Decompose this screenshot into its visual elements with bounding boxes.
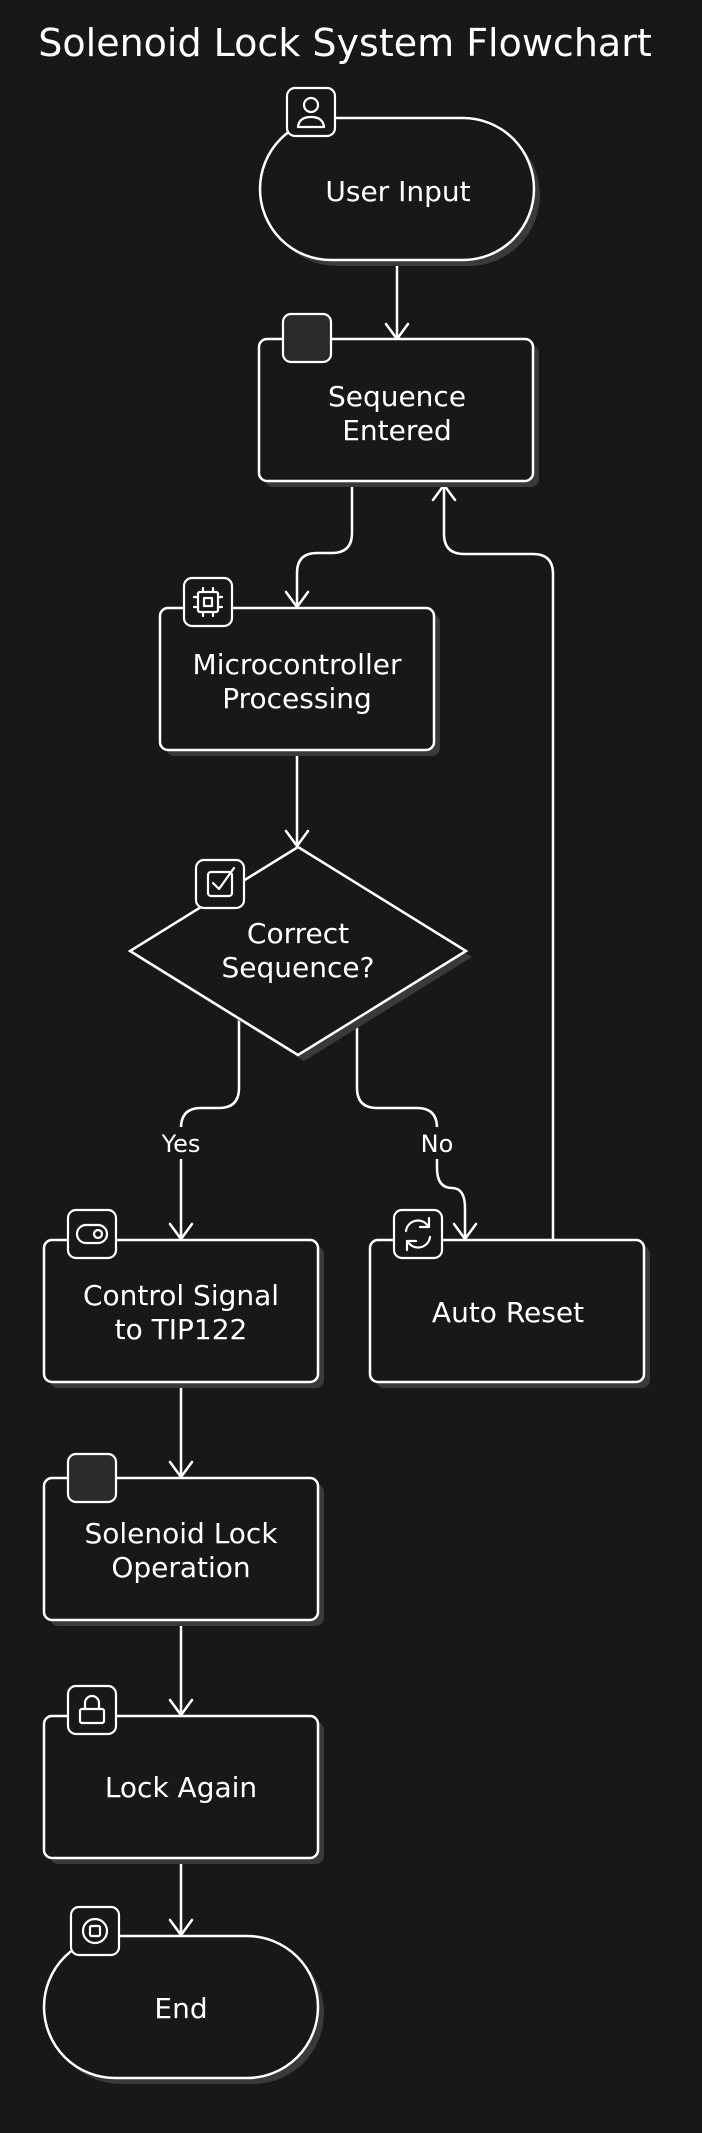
- edge-labels: Yes No: [154, 1127, 460, 1159]
- node-label-line-2: Sequence?: [222, 951, 375, 984]
- edge-correct-sequence-to-control-signal: [179, 1016, 241, 1240]
- toggle-icon: [66, 1208, 118, 1260]
- diagram-title: Solenoid Lock System Flowchart: [38, 21, 651, 65]
- node-control-signal[interactable]: Control Signal to TIP122: [42, 1208, 324, 1388]
- refresh-icon: [392, 1208, 444, 1260]
- node-label-line-2: Operation: [111, 1551, 250, 1584]
- node-label: End: [154, 1992, 207, 2025]
- checkbox-icon: [194, 858, 246, 910]
- edge-sequence-entered-to-microcontroller: [295, 483, 354, 608]
- edge-label-bg: [414, 1127, 460, 1159]
- stop-icon: [69, 1905, 121, 1957]
- lock-icon: [66, 1684, 118, 1736]
- node-sequence-entered[interactable]: Sequence Entered: [257, 312, 539, 487]
- edge-label-bg: [154, 1127, 208, 1159]
- node-label-line-1: Correct: [247, 917, 349, 950]
- node-microcontroller-processing[interactable]: Microcontroller Processing: [158, 576, 440, 756]
- node-label: Lock Again: [105, 1771, 257, 1804]
- node-label-line-1: Control Signal: [83, 1279, 279, 1312]
- node-solenoid-lock-operation[interactable]: Solenoid Lock Operation: [42, 1452, 324, 1626]
- edge-auto-reset-to-sequence-entered: [442, 484, 555, 1241]
- node-end[interactable]: End: [42, 1905, 324, 2084]
- node-label-line-2: Processing: [222, 682, 372, 715]
- blank-square-icon: [281, 312, 333, 364]
- node-label-line-2: to TIP122: [115, 1313, 248, 1346]
- node-label-line-1: Solenoid Lock: [84, 1517, 278, 1550]
- chip-icon: [182, 576, 234, 628]
- node-label-line-1: Microcontroller: [193, 648, 402, 681]
- blank-square-icon: [66, 1452, 118, 1504]
- user-icon: [285, 86, 337, 138]
- edge-label-yes: Yes: [161, 1130, 201, 1158]
- edge-label-no: No: [421, 1130, 454, 1158]
- node-label: Auto Reset: [432, 1296, 584, 1329]
- node-lock-again[interactable]: Lock Again: [42, 1684, 324, 1864]
- node-correct-sequence[interactable]: Correct Sequence?: [127, 845, 472, 1061]
- node-user-input[interactable]: User Input: [258, 86, 540, 266]
- edges-layer: [168, 262, 555, 1937]
- node-auto-reset[interactable]: Auto Reset: [368, 1208, 650, 1388]
- node-label-line-1: Sequence: [328, 380, 466, 413]
- node-label-line-2: Entered: [342, 414, 452, 447]
- node-label: User Input: [325, 175, 470, 208]
- arrowhead: [284, 829, 310, 848]
